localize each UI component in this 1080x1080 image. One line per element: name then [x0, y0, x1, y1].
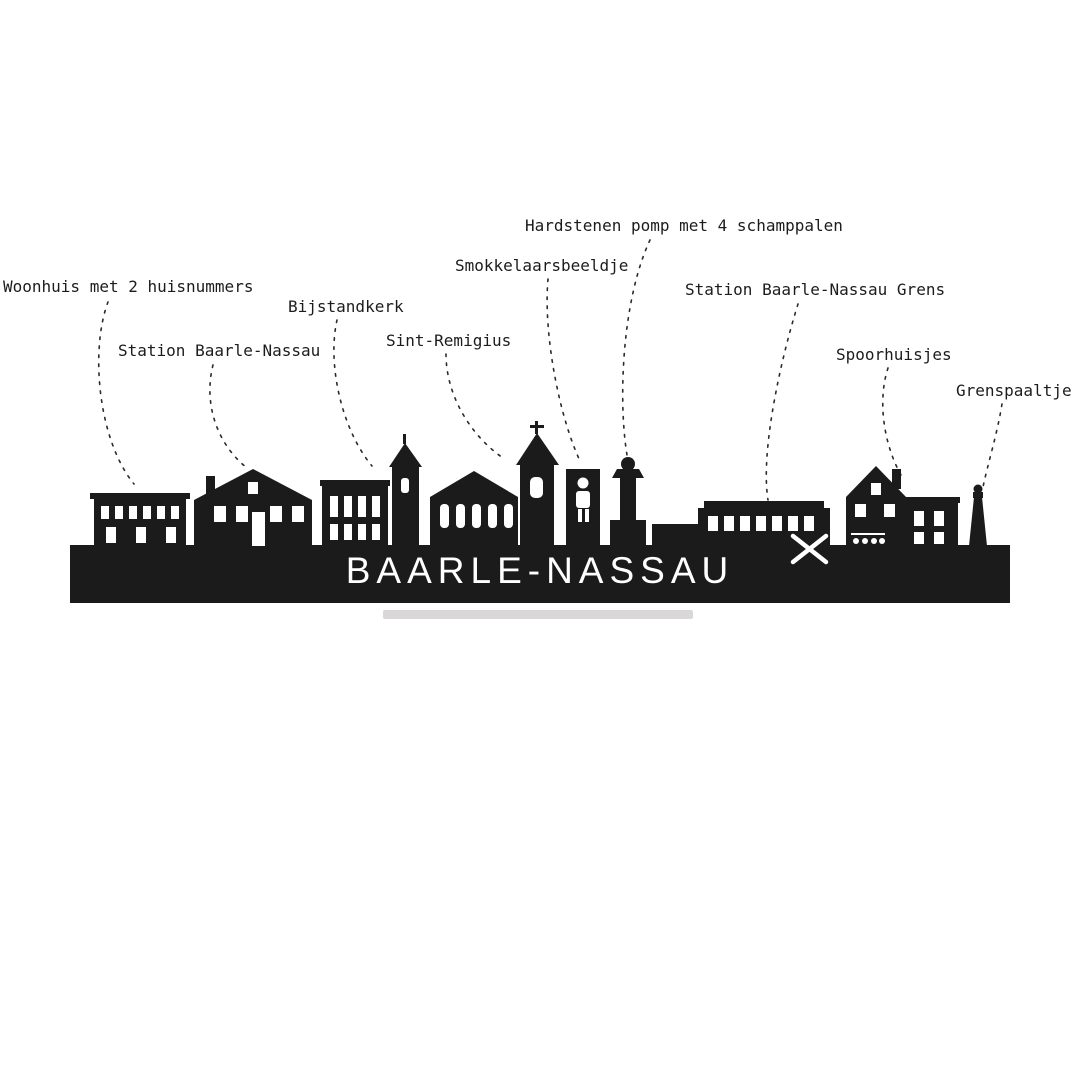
- base-band: [70, 545, 1010, 603]
- leader-spoorhuisjes: [882, 367, 905, 481]
- label-station-grens: Station Baarle-Nassau Grens: [685, 280, 946, 299]
- building-station-bn: [194, 469, 312, 546]
- leader-station-grens: [765, 303, 799, 501]
- label-spoorhuisjes: Spoorhuisjes: [836, 345, 952, 364]
- wall-segment: [652, 524, 702, 546]
- building-woonhuis: [90, 493, 190, 546]
- building-station-grens: [698, 501, 830, 546]
- obelisk-grenspaal: [969, 484, 987, 546]
- label-smokkelaars: Smokkelaarsbeeldje: [455, 256, 629, 275]
- leader-station-bn: [209, 364, 248, 469]
- label-station-bn: Station Baarle-Nassau: [118, 341, 321, 360]
- label-sint-remigius: Sint-Remigius: [386, 331, 512, 350]
- leader-smokkelaars: [546, 278, 582, 464]
- stand: [383, 610, 693, 619]
- label-woonhuis: Woonhuis met 2 huisnummers: [3, 277, 254, 296]
- leader-woonhuis: [97, 301, 135, 485]
- leader-grenspaaltje: [982, 403, 1003, 488]
- train-icon: [850, 527, 886, 546]
- statue-smokkelaars: [566, 469, 600, 546]
- skyline-silhouette: [70, 421, 1010, 619]
- pump-hardstenen: [610, 457, 646, 546]
- crossing-x-icon: [790, 533, 829, 565]
- label-bijstandkerk: Bijstandkerk: [288, 297, 404, 316]
- label-hardstenen-pomp: Hardstenen pomp met 4 schamppalen: [525, 216, 843, 235]
- label-grenspaaltje: Grenspaaltje: [956, 381, 1072, 400]
- building-bijstandkerk: [320, 434, 422, 546]
- leader-bijstandkerk: [333, 319, 373, 467]
- building-spoorhuis-2: [904, 497, 960, 546]
- leader-lines: [97, 239, 1003, 501]
- building-sint-remigius: [430, 421, 559, 546]
- leader-sint-remigius: [445, 353, 504, 459]
- building-spoorhuis-1: [846, 466, 906, 546]
